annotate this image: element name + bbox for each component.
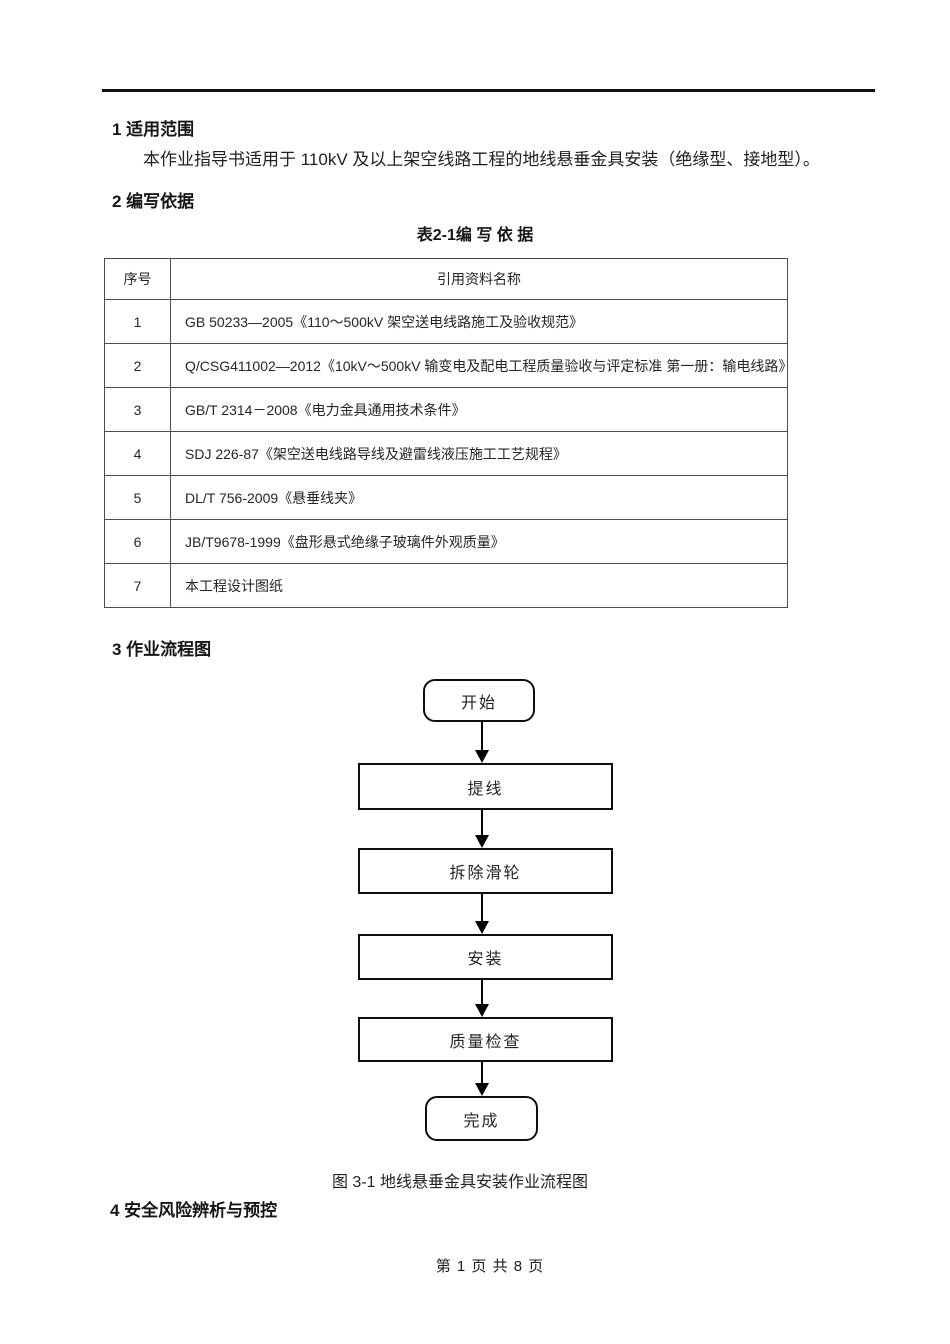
table-row: 1 GB 50233—2005《110～500kV 架空送电线路施工及验收规范》 xyxy=(104,299,788,344)
reference-table: 序号 引用资料名称 1 GB 50233—2005《110～500kV 架空送电… xyxy=(104,258,792,608)
table-row: 7 本工程设计图纸 xyxy=(104,563,788,608)
flowchart-node-install: 安装 xyxy=(358,934,613,980)
section-1-paragraph: 本作业指导书适用于 110kV 及以上架空线路工程的地线悬垂金具安装（绝缘型、接… xyxy=(143,150,820,169)
section-1-heading: 1 适用范围 xyxy=(112,120,195,139)
arrow-down-icon xyxy=(475,722,489,763)
table-row: 6 JB/T9678-1999《盘形悬式绝缘子玻璃件外观质量》 xyxy=(104,519,788,564)
table-row: 3 GB/T 2314－2008《电力金具通用技术条件》 xyxy=(104,387,788,432)
table-row: 2 Q/CSG411002—2012《10kV～500kV 输变电及配电工程质量… xyxy=(104,343,792,388)
col-header-number: 序号 xyxy=(104,258,171,300)
ref-row-number: 6 xyxy=(104,519,171,564)
ref-row-title: GB 50233—2005《110～500kV 架空送电线路施工及验收规范》 xyxy=(170,299,788,344)
ref-row-title: SDJ 226-87《架空送电线路导线及避雷线液压施工工艺规程》 xyxy=(170,431,788,476)
col-header-reference-name: 引用资料名称 xyxy=(170,258,788,300)
ref-row-number: 1 xyxy=(104,299,171,344)
page-number-footer: 第 1 页 共 8 页 xyxy=(435,1258,545,1275)
flowchart-node-start: 开始 xyxy=(423,679,535,722)
flowchart-node-finish: 完成 xyxy=(425,1096,538,1141)
ref-row-number: 7 xyxy=(104,563,171,608)
ref-row-number: 3 xyxy=(104,387,171,432)
ref-row-number: 2 xyxy=(104,343,171,388)
table-header-row: 序号 引用资料名称 xyxy=(104,258,788,300)
arrow-down-icon xyxy=(475,980,489,1017)
section-3-heading: 3 作业流程图 xyxy=(112,640,212,659)
ref-row-title: DL/T 756-2009《悬垂线夹》 xyxy=(170,475,788,520)
section-2-heading: 2 编写依据 xyxy=(112,192,195,211)
flowchart-node-quality-check: 质量检查 xyxy=(358,1017,613,1062)
ref-row-title: Q/CSG411002—2012《10kV～500kV 输变电及配电工程质量验收… xyxy=(170,343,792,388)
arrow-down-icon xyxy=(475,810,489,848)
table-2-1-title: 表2-1编 写 依 据 xyxy=(416,227,534,244)
ref-row-title: JB/T9678-1999《盘形悬式绝缘子玻璃件外观质量》 xyxy=(170,519,788,564)
table-row: 5 DL/T 756-2009《悬垂线夹》 xyxy=(104,475,788,520)
table-row: 4 SDJ 226-87《架空送电线路导线及避雷线液压施工工艺规程》 xyxy=(104,431,788,476)
ref-row-number: 5 xyxy=(104,475,171,520)
arrow-down-icon xyxy=(475,1062,489,1096)
arrow-down-icon xyxy=(475,894,489,934)
ref-row-title: 本工程设计图纸 xyxy=(170,563,788,608)
figure-3-1-caption: 图 3-1 地线悬垂金具安装作业流程图 xyxy=(331,1174,589,1191)
section-4-heading: 4 安全风险辨析与预控 xyxy=(110,1201,278,1220)
flowchart-node-lift-wire: 提线 xyxy=(358,763,613,810)
header-rule xyxy=(102,89,875,92)
flowchart-node-remove-pulley: 拆除滑轮 xyxy=(358,848,613,894)
ref-row-title: GB/T 2314－2008《电力金具通用技术条件》 xyxy=(170,387,788,432)
ref-row-number: 4 xyxy=(104,431,171,476)
